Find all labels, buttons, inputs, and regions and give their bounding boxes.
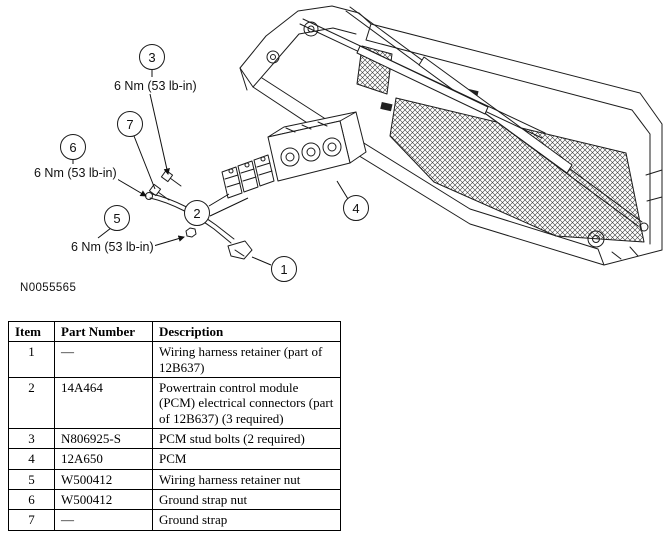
header-item: Item xyxy=(8,320,55,343)
item-cell: 2 xyxy=(8,376,55,429)
item-cell: 3 xyxy=(8,427,55,450)
item-cell: 1 xyxy=(8,341,55,378)
callout-1: 1 xyxy=(271,256,297,282)
callout-4: 4 xyxy=(343,195,369,221)
item-cell: 6 xyxy=(8,488,55,511)
table-row: 7—Ground strap xyxy=(8,509,341,531)
wiper-arms-shape xyxy=(266,6,663,260)
pcm-connectors-shape xyxy=(221,154,275,199)
torque-label-3: 6 Nm (53 lb-in) xyxy=(70,240,155,254)
figure-id: N0055565 xyxy=(20,282,77,294)
table-row: 1—Wiring harness retainer (part of 12B63… xyxy=(8,341,341,378)
part-number-cell: W500412 xyxy=(54,468,153,490)
description-cell: PCM xyxy=(152,448,341,470)
part-number-cell: — xyxy=(54,341,153,378)
callout-2: 2 xyxy=(184,200,210,226)
part-number-cell: — xyxy=(54,509,153,531)
description-cell: PCM stud bolts (2 required) xyxy=(152,427,341,450)
item-cell: 5 xyxy=(8,468,55,490)
torque-label-2: 6 Nm (53 lb-in) xyxy=(33,166,118,180)
parts-table-body: 1—Wiring harness retainer (part of 12B63… xyxy=(8,341,341,531)
part-number-cell: 14A464 xyxy=(54,376,153,429)
harness-retainer-shape xyxy=(227,240,253,260)
cowl-wiper-illustration xyxy=(72,5,663,266)
torque-label-1: 6 Nm (53 lb-in) xyxy=(113,79,198,93)
description-cell: Ground strap nut xyxy=(152,488,341,511)
callout-3: 3 xyxy=(139,44,165,70)
item-cell: 7 xyxy=(8,509,55,531)
part-number-cell: N806925-S xyxy=(54,427,153,450)
description-cell: Powertrain control module (PCM) electric… xyxy=(152,376,341,429)
item-cell: 4 xyxy=(8,448,55,470)
description-cell: Ground strap xyxy=(152,509,341,531)
pcm-shape xyxy=(267,111,367,182)
part-number-cell: W500412 xyxy=(54,488,153,511)
callout-6: 6 xyxy=(60,134,86,160)
callout-5: 5 xyxy=(104,205,130,231)
diagram: N0055565 1 2 3 4 5 6 7 6 Nm (53 lb-in) 6 Nm (53 … xyxy=(20,5,663,294)
parts-table-header-row: Item Part Number Description xyxy=(8,320,341,343)
parts-table: Item Part Number Description 1—Wiring ha… xyxy=(8,320,341,531)
description-cell: Wiring harness retainer (part of 12B637) xyxy=(152,341,341,378)
header-description: Description xyxy=(152,320,341,343)
part-number-cell: 12A650 xyxy=(54,448,153,470)
header-part-number: Part Number xyxy=(54,320,153,343)
description-cell: Wiring harness retainer nut xyxy=(152,468,341,490)
callout-7: 7 xyxy=(117,111,143,137)
cowl-grille-mesh xyxy=(389,97,645,243)
